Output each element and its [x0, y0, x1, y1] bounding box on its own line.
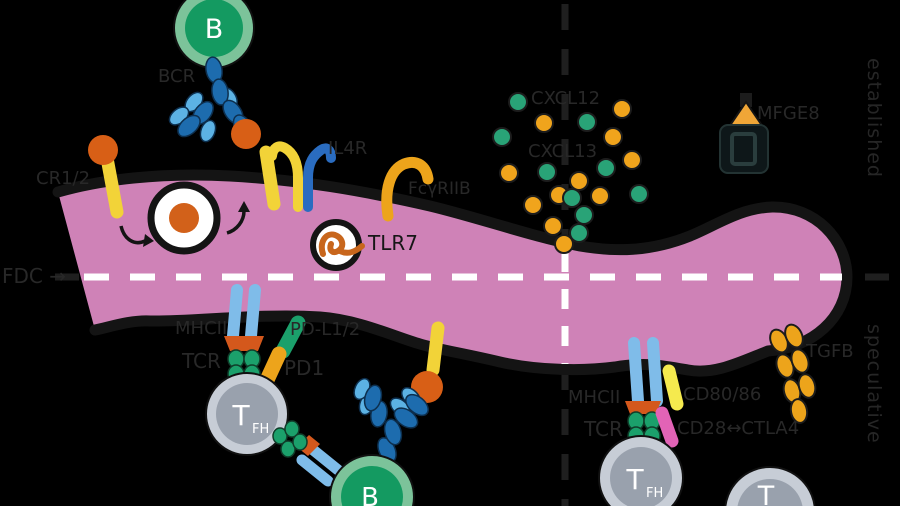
- chemokine-dot: [562, 188, 582, 208]
- chemokine-dot: [537, 162, 557, 182]
- tlr7-endosome-icon: [310, 219, 365, 271]
- tfh-right-label: T: [625, 463, 644, 496]
- fcgr2b-label: FcγRIIB: [408, 179, 471, 199]
- tfh-right-sublabel: FH: [646, 486, 663, 501]
- mhc2-left-label: MHCII: [175, 318, 228, 339]
- chemokine-dot: [590, 186, 610, 206]
- antigen-on-receptor-icon: [231, 119, 281, 211]
- chemokine-dot: [569, 223, 589, 243]
- tfh-cell-left: T FH: [205, 372, 289, 456]
- cd8086-capsule-icon: [662, 364, 684, 411]
- tlr7-label: TLR7: [368, 231, 418, 255]
- chemokine-dot: [629, 184, 649, 204]
- mfge8-bottle-icon: [719, 93, 769, 174]
- chemokine-dot: [554, 234, 574, 254]
- tfh-cell-right: T FH: [598, 435, 684, 506]
- recycling-arrow-left-icon: [119, 225, 154, 247]
- tfh-left-label: T: [231, 399, 250, 432]
- antibody-bottom-icon: [353, 377, 429, 464]
- il4r-receptor-icon: [267, 141, 336, 212]
- pdl12-capsule-icon: [275, 315, 306, 359]
- endosome-antigen-icon: [147, 181, 221, 255]
- chemokine-dot: [596, 158, 616, 178]
- cr12-label: CR1/2: [36, 168, 91, 189]
- cxcl12-label: CXCL12: [531, 88, 601, 109]
- established-axis-label: established: [863, 58, 885, 178]
- fdc-cell-body: [52, 169, 853, 377]
- cd28-ctla4-label: CD28↔CTLA4: [677, 418, 800, 439]
- bcr-label: BCR: [158, 66, 196, 87]
- fdc-label: FDC →: [2, 264, 66, 288]
- chemokine-dot: [499, 163, 519, 183]
- il4r-label: IL4R: [328, 138, 368, 159]
- chemokine-dot: [534, 113, 554, 133]
- chemokine-dot: [508, 92, 528, 112]
- tfh-left-sublabel: FH: [252, 422, 269, 437]
- cxcl13-label: CXCL13: [528, 141, 598, 162]
- mfge8-label: MFGE8: [757, 103, 820, 124]
- b-cell-bottom-label: B: [361, 483, 379, 506]
- tgfb-chain-icon: [769, 323, 817, 424]
- chemokine-dot: [492, 127, 512, 147]
- tfh-cell-corner: T: [724, 466, 816, 506]
- b-cell-top: B: [173, 0, 255, 69]
- chemokine-dot: [574, 205, 594, 225]
- speculative-axis-label: speculative: [863, 324, 885, 444]
- pd1-label: PD1: [284, 356, 325, 380]
- chemokine-dots-cluster: [492, 92, 649, 254]
- fcgr2b-receptor-icon: [381, 156, 434, 222]
- bcr-antibody-icon: [168, 56, 254, 143]
- chemokine-dot: [622, 150, 642, 170]
- cd8086-label: CD80/86: [683, 384, 762, 405]
- chemokine-dot: [523, 195, 543, 215]
- b-cell-top-label: B: [205, 14, 224, 45]
- tgfb-label: TGFB: [806, 341, 854, 362]
- cd28-ctla4-capsule-icon: [655, 406, 679, 448]
- pdl12-label: PD-L1/2: [290, 319, 361, 340]
- recycling-arrow-right-icon: [226, 201, 250, 235]
- tfh-corner-label: T: [757, 481, 775, 506]
- tcr-right-label: TCR: [584, 417, 623, 441]
- chemokine-dot: [569, 171, 589, 191]
- chemokine-dot: [612, 99, 632, 119]
- pd1-capsule-icon: [259, 346, 287, 388]
- chemokine-dot: [543, 216, 563, 236]
- tcr-left-label: TCR: [182, 349, 221, 373]
- mhc2-right-label: MHCII: [568, 387, 621, 408]
- b-cell-bottom: B: [329, 454, 415, 506]
- tfh-bcell-synapse-icon: [272, 420, 344, 487]
- cr12-receptor-icon: [88, 135, 124, 219]
- chemokine-dot: [577, 112, 597, 132]
- chemokine-dot: [603, 127, 623, 147]
